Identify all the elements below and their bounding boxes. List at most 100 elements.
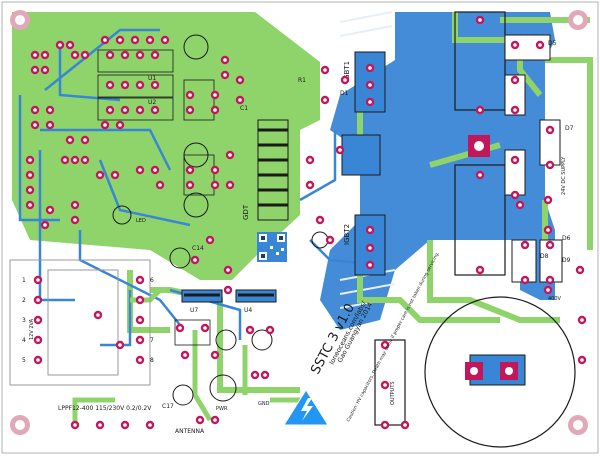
- pad-hole: [538, 43, 542, 47]
- pad-hole: [213, 418, 217, 422]
- pad-hole: [103, 38, 107, 42]
- pad-hole: [118, 343, 122, 347]
- qr-code: [257, 232, 287, 262]
- pad-hole: [513, 158, 517, 162]
- d5-label: D5: [548, 40, 557, 47]
- pad-hole: [138, 298, 142, 302]
- pad-hole: [248, 328, 252, 332]
- pad-hole: [178, 326, 182, 330]
- pad-hole: [203, 326, 207, 330]
- pad-hole: [213, 168, 217, 172]
- pad-hole: [318, 218, 322, 222]
- pad-hole: [328, 238, 332, 242]
- pad-hole: [368, 83, 372, 87]
- u1-label: U1: [148, 75, 156, 82]
- pad-hole: [546, 198, 550, 202]
- transformer-pin-number: 2: [22, 297, 26, 304]
- transformer-pin-number: 1: [22, 277, 26, 284]
- pad-hole: [96, 313, 100, 317]
- pad-hole: [223, 73, 227, 77]
- pad-hole: [188, 108, 192, 112]
- pad-hole: [28, 173, 32, 177]
- pad-hole: [28, 203, 32, 207]
- pad-hole: [263, 373, 267, 377]
- pad-hole: [403, 423, 407, 427]
- pad-hole: [513, 43, 517, 47]
- pad-hole: [36, 358, 40, 362]
- pad-hole: [148, 38, 152, 42]
- pad-hole: [368, 66, 372, 70]
- pad-hole: [73, 218, 77, 222]
- pad-hole: [73, 423, 77, 427]
- r1-label: R1: [298, 77, 306, 84]
- resistor-r5: [504, 74, 526, 116]
- pad-hole: [193, 258, 197, 262]
- pad-hole: [33, 68, 37, 72]
- gdt-label: GDT: [242, 204, 250, 220]
- d9-label: D9: [562, 257, 571, 264]
- pad-hole: [188, 93, 192, 97]
- pad-hole: [238, 78, 242, 82]
- pad-hole: [68, 138, 72, 142]
- pad-hole: [138, 338, 142, 342]
- pad-hole: [548, 128, 552, 132]
- pad-hole: [343, 78, 347, 82]
- pad-hole: [73, 203, 77, 207]
- pad-hole: [28, 158, 32, 162]
- pad-hole: [213, 108, 217, 112]
- pad-hole: [368, 246, 372, 250]
- pad-hole: [36, 298, 40, 302]
- pad-hole: [383, 423, 387, 427]
- pad-hole: [158, 183, 162, 187]
- pad-hole: [83, 138, 87, 142]
- d7-label: D7: [565, 125, 574, 132]
- pad-hole: [83, 53, 87, 57]
- pad-hole: [226, 288, 230, 292]
- pad-hole: [518, 203, 522, 207]
- pad-hole: [68, 43, 72, 47]
- pad-hole: [138, 318, 142, 322]
- pad-hole: [48, 108, 52, 112]
- pad-hole: [188, 183, 192, 187]
- led-label: LED: [136, 218, 146, 224]
- pad-hole: [43, 68, 47, 72]
- pad-hole: [580, 318, 584, 322]
- pad-hole: [113, 173, 117, 177]
- pad-hole: [133, 38, 137, 42]
- pad-hole: [73, 53, 77, 57]
- pad-hole: [368, 100, 372, 104]
- pad-hole: [188, 168, 192, 172]
- pad-hole: [383, 383, 387, 387]
- igbt1-label: IGBT1: [343, 61, 351, 82]
- pad-hole: [123, 423, 127, 427]
- d1-label: D1: [340, 90, 349, 97]
- pad-hole: [103, 123, 107, 127]
- transformer-part-label: LPPF12-400 115/230V 0.2/0.2V: [58, 405, 152, 412]
- pad-hole: [28, 188, 32, 192]
- pad-hole: [580, 358, 584, 362]
- pad-hole: [323, 98, 327, 102]
- pad-hole: [183, 353, 187, 357]
- pad-hole: [338, 148, 342, 152]
- transformer-pin-number: 7: [150, 337, 154, 344]
- pad-hole: [98, 423, 102, 427]
- pad-hole: [43, 223, 47, 227]
- pad-hole: [383, 343, 387, 347]
- pad-hole: [308, 183, 312, 187]
- pad-hole: [198, 418, 202, 422]
- electrolytic-caps: [112, 34, 329, 406]
- c17-label: C17: [162, 403, 174, 410]
- dc-supply-label: 24V DC SUPPLY: [561, 156, 567, 195]
- d6-label: D6: [562, 235, 571, 242]
- pad-hole: [33, 123, 37, 127]
- u2-label: U2: [148, 99, 156, 106]
- pad-hole: [153, 53, 157, 57]
- pad-hole: [513, 78, 517, 82]
- capacitor-bottom: [454, 164, 506, 276]
- pad-hole: [523, 243, 527, 247]
- pad-hole: [58, 43, 62, 47]
- pad-hole: [546, 228, 550, 232]
